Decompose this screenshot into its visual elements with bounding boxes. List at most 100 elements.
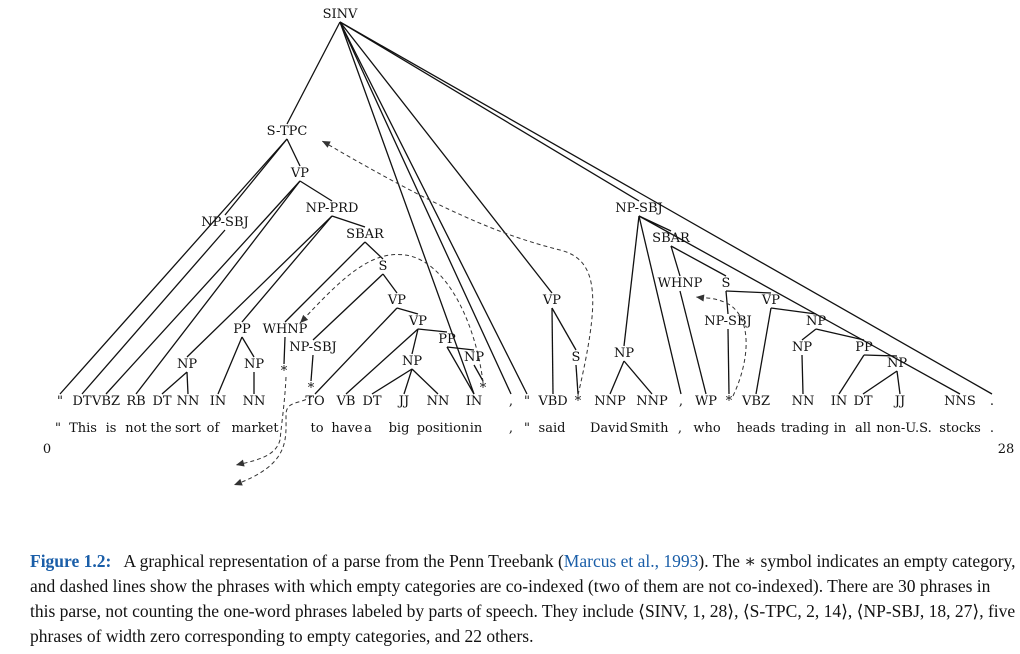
tree-edge: [815, 328, 865, 341]
phrase-node-np: NP: [177, 357, 197, 372]
tree-edge: [81, 229, 226, 395]
word-heads: heads: [737, 421, 776, 436]
word-who: who: [693, 421, 721, 436]
caption-text-part-2: ). The ∗ symbol indicates an empty categ…: [30, 551, 1016, 646]
tree-edge: [575, 364, 579, 395]
empty-category-punct: *: [480, 381, 487, 396]
tree-edge: [161, 371, 188, 395]
phrase-node-s: S: [722, 276, 731, 291]
pos-tag-vbd: VBD: [537, 394, 567, 409]
pos-tag-dt: DT: [152, 394, 171, 409]
pos-tag-in: IN: [466, 394, 483, 409]
phrase-node-vp: VP: [387, 293, 406, 308]
tree-edge: [59, 138, 288, 395]
arrowhead-icon: [234, 478, 243, 486]
word-punct: .: [990, 421, 994, 436]
tree-edge: [241, 336, 255, 358]
tree-edge: [339, 21, 553, 294]
tree-edge: [217, 336, 243, 395]
tree-edge: [623, 215, 640, 347]
word-of: of: [207, 421, 221, 436]
word-smith: Smith: [630, 421, 670, 436]
phrase-node-np-sbj: NP-SBJ: [289, 340, 336, 355]
pos-tag-punct: ,: [679, 394, 683, 409]
word-market: market: [231, 421, 279, 436]
figure-label: Figure 1.2:: [30, 551, 112, 571]
phrase-node-sinv: SINV: [323, 7, 358, 22]
tree-edge: [286, 21, 341, 125]
pos-tag-nnp: NNP: [594, 394, 626, 409]
tree-edge: [473, 364, 484, 382]
pos-tag-nn: NN: [427, 394, 450, 409]
tree-edge: [838, 354, 865, 395]
tree-edge: [345, 328, 419, 395]
tree-edge: [417, 328, 448, 333]
coindex-dashed-link: [695, 296, 747, 397]
tree-edge: [339, 21, 993, 395]
word-non-u-s: non-U.S.: [876, 421, 931, 436]
pos-tag-punct: .: [990, 394, 994, 409]
arrowhead-icon: [322, 141, 331, 148]
word-stocks: stocks: [939, 421, 981, 436]
tree-edge: [770, 307, 817, 315]
word-sort: sort: [175, 421, 202, 436]
coindex-dashed-link: [299, 253, 484, 383]
citation-link[interactable]: Marcus et al., 1993: [563, 551, 699, 571]
tree-edge: [801, 328, 817, 341]
phrase-node-pp: PP: [233, 322, 251, 337]
word-punct: ,: [509, 421, 513, 436]
tree-edge: [446, 346, 475, 395]
phrase-node-vp: VP: [408, 314, 427, 329]
tree-edge: [382, 273, 398, 294]
arrowhead-icon: [696, 294, 705, 302]
pos-tag-jj: JJ: [397, 394, 409, 409]
pos-tag-vbz: VBZ: [741, 394, 770, 409]
tree-edge: [670, 245, 727, 277]
tree-edge: [727, 328, 730, 395]
word-all: all: [855, 421, 871, 436]
phrase-node-np-prd: NP-PRD: [306, 201, 359, 216]
tree-edge: [283, 336, 286, 365]
phrase-node-np: NP: [402, 354, 422, 369]
tree-edge: [725, 290, 772, 294]
tree-edge: [371, 368, 413, 395]
word-position: position: [417, 421, 470, 436]
pos-tag-dt: DT: [72, 394, 91, 409]
pos-tag-dt: DT: [853, 394, 872, 409]
phrase-node-np: NP: [244, 357, 264, 372]
phrase-node-np: NP: [887, 356, 907, 371]
pos-tag-in: IN: [210, 394, 227, 409]
tree-edge: [284, 241, 366, 323]
word-in: in: [834, 421, 847, 436]
word-a: a: [364, 421, 372, 436]
pos-tag-to: TO: [305, 394, 324, 409]
tree-edge: [241, 215, 333, 323]
tree-edge: [411, 328, 419, 355]
phrase-node-np-sbj: NP-SBJ: [615, 201, 662, 216]
phrase-node-np: NP: [806, 314, 826, 329]
word-big: big: [389, 421, 410, 436]
tree-edge: [396, 307, 419, 315]
pos-tag-nn: NN: [243, 394, 266, 409]
tree-edge: [105, 180, 301, 395]
tree-edge: [623, 360, 653, 395]
phrase-node-vp: VP: [761, 293, 780, 308]
phrase-node-sbar: SBAR: [652, 231, 691, 246]
tree-edge: [551, 307, 577, 351]
phrase-node-s: S: [572, 350, 581, 365]
tree-edge: [670, 245, 681, 277]
caption-text-part-1: A graphical representation of a parse fr…: [123, 551, 564, 571]
empty-category-punct: *: [575, 394, 582, 409]
word-to: to: [310, 421, 323, 436]
pos-tag-wp: WP: [695, 394, 717, 409]
empty-category-punct: *: [726, 394, 733, 409]
tree-edge: [186, 215, 333, 358]
phrase-node-np-sbj: NP-SBJ: [704, 314, 751, 329]
coindex-links: [233, 140, 747, 486]
phrase-node-vp: VP: [290, 166, 309, 181]
tree-edge: [339, 21, 640, 202]
tree-edge: [725, 290, 729, 315]
tree-edge: [551, 307, 554, 395]
